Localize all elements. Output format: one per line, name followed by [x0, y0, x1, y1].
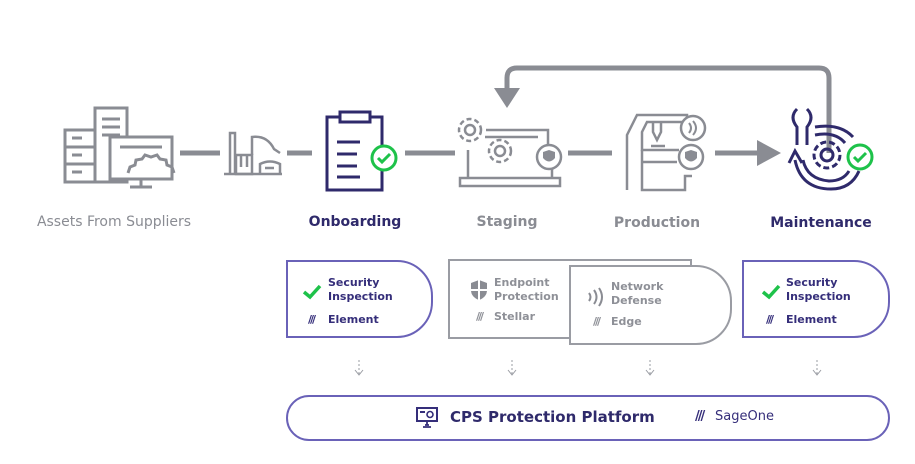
- card-title-line2: Protection: [494, 290, 559, 303]
- card-title-line2: Defense: [611, 294, 662, 307]
- card-maintenance-security-inspection[interactable]: Security Inspection /// Element: [742, 260, 890, 338]
- card-production-network-defense[interactable]: Network Defense /// Edge: [569, 265, 732, 345]
- dashed-down-arrow: [812, 360, 822, 376]
- clipboard-icon: [325, 110, 398, 192]
- card-product: Stellar: [494, 310, 536, 323]
- hatch-logo-icon: ///: [766, 313, 774, 326]
- monitor-icon: [416, 407, 438, 428]
- card-title-line2: Inspection: [328, 290, 393, 303]
- staging-laptop-gears-icon: [457, 117, 563, 188]
- production-machine-icon: [625, 113, 707, 192]
- dashed-down-arrow: [354, 360, 364, 376]
- card-onboarding-security-inspection[interactable]: Security Inspection /// Element: [286, 260, 433, 338]
- stage-label-onboarding: Onboarding: [308, 214, 402, 230]
- stage-label-assets: Assets From Suppliers: [36, 214, 192, 230]
- dashed-down-arrow: [507, 360, 517, 376]
- card-title-line1: Network: [611, 280, 664, 293]
- cps-protection-platform-bar[interactable]: CPS Protection Platform /// SageOne: [286, 395, 890, 441]
- card-title-line1: Endpoint: [494, 276, 550, 289]
- stage-label-staging: Staging: [476, 214, 538, 230]
- card-title-line1: Security: [328, 276, 380, 289]
- card-title-line2: Inspection: [786, 290, 851, 303]
- hatch-logo-icon: ///: [476, 310, 484, 323]
- card-product: Edge: [611, 315, 642, 328]
- check-icon: [302, 284, 322, 300]
- hatch-logo-icon: ///: [695, 409, 705, 424]
- dashed-down-arrow: [645, 360, 655, 376]
- platform-title: CPS Protection Platform: [450, 408, 655, 426]
- stage-label-maintenance: Maintenance: [770, 215, 872, 231]
- assets-servers-icon: [63, 106, 176, 189]
- hatch-logo-icon: ///: [308, 313, 316, 326]
- platform-product: SageOne: [715, 409, 774, 424]
- card-product: Element: [786, 313, 837, 326]
- shield-icon: [471, 280, 487, 300]
- stage-label-production: Production: [613, 215, 701, 231]
- wireless-icon: [588, 287, 603, 307]
- card-product: Element: [328, 313, 379, 326]
- maintenance-wrench-gear-icon: [787, 107, 874, 191]
- check-icon: [761, 284, 781, 300]
- card-title-line1: Security: [786, 276, 838, 289]
- factory-icon: [224, 131, 282, 176]
- hatch-logo-icon: ///: [593, 315, 601, 328]
